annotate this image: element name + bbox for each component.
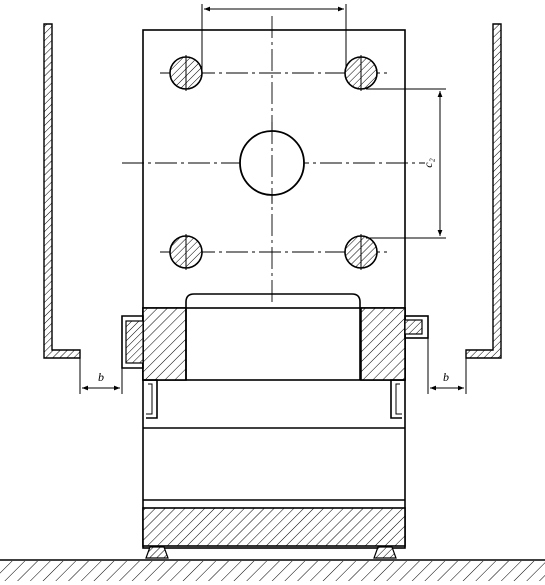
vertical-dimension [366,88,446,239]
gap-label-left: b [98,370,104,384]
side-pad-right [404,315,429,339]
dimension-label-c2: c₂ [421,158,435,168]
foot-left [145,546,169,559]
left-guard-wall [43,23,81,359]
clamp-band [142,293,406,381]
bracket-right [390,379,405,419]
gap-label-right: b [443,370,449,384]
gap-dimension-right [427,338,467,394]
top-dimension [201,4,347,70]
ground [0,559,545,581]
right-guard-wall [465,23,502,359]
clamp-hatched-right [360,307,406,381]
base-block [142,507,406,547]
main-plate [142,29,406,549]
bracket-left [143,379,158,419]
foot-right [373,546,397,559]
side-pad-left [121,315,144,369]
gap-dimension-left [79,358,123,394]
hole-centre-marks [185,55,362,270]
clamp-hatched-left [142,307,187,381]
